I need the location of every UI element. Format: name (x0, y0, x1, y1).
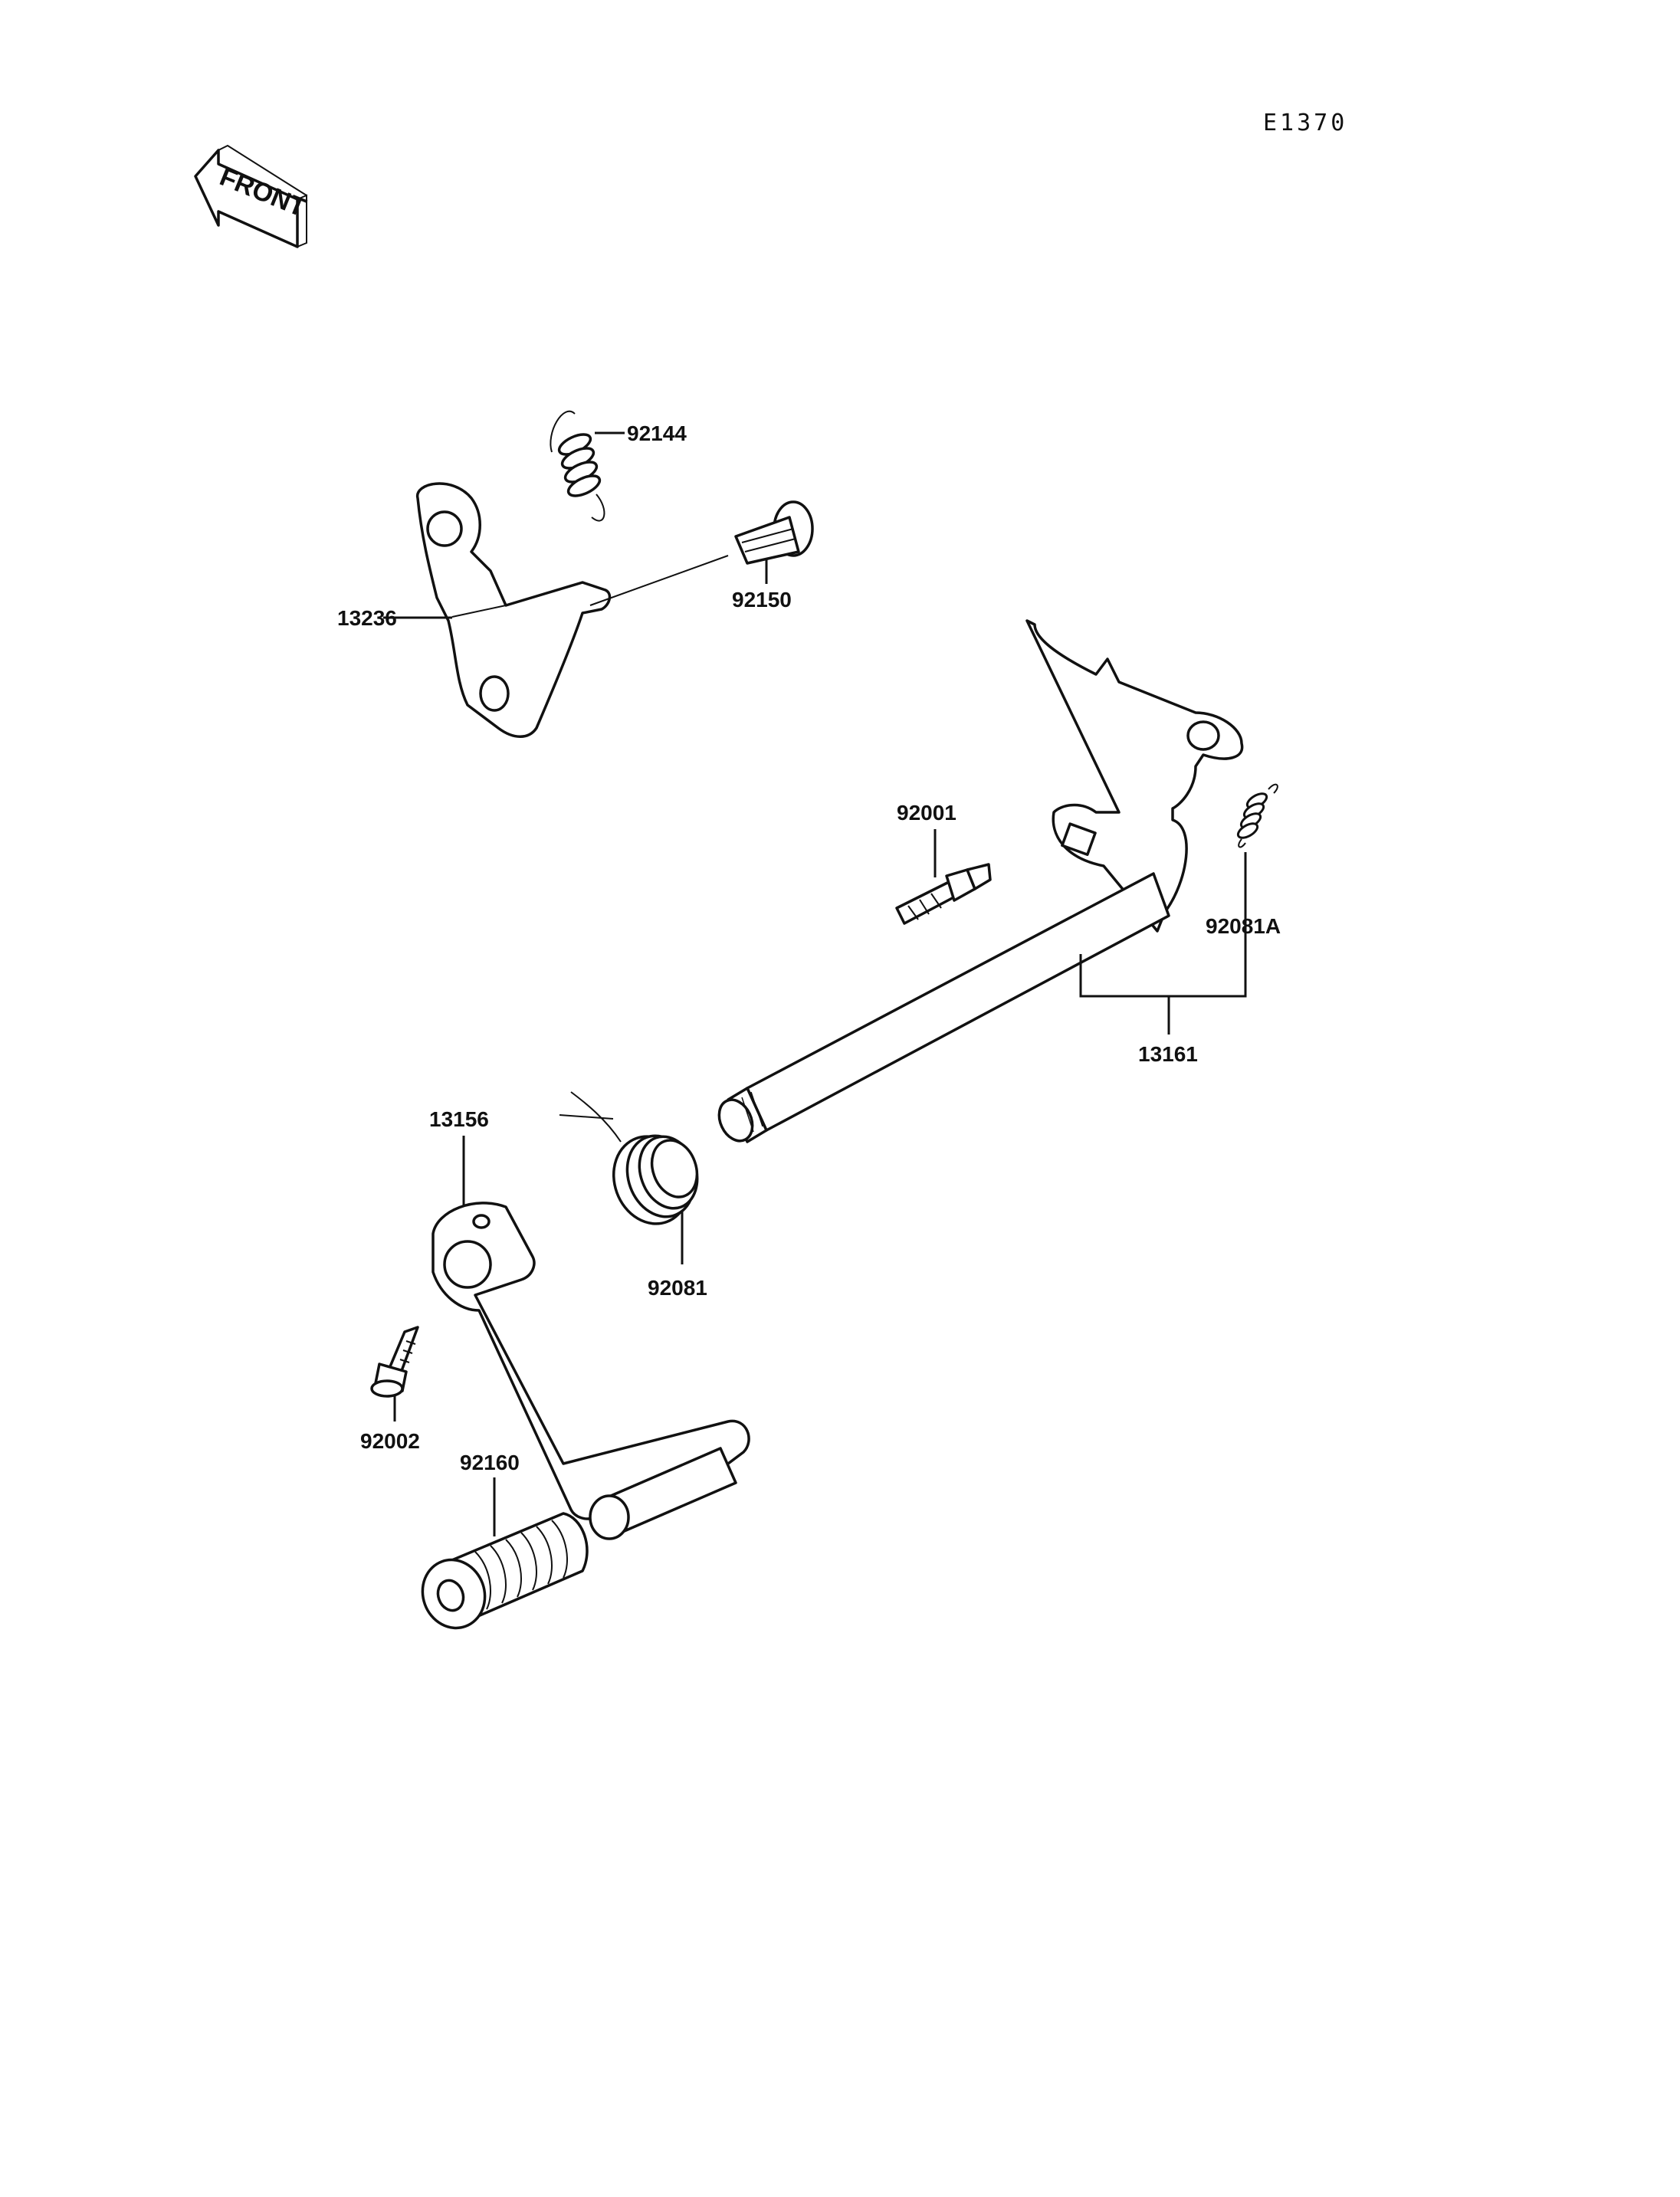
pedal-rubber-icon (421, 1512, 589, 1630)
part-label-92144: 92144 (627, 421, 687, 445)
figure-code: E1370 (1263, 110, 1347, 136)
shift-shaft-icon (717, 619, 1244, 1143)
bolt-icon (370, 1326, 419, 1398)
part-label-92002: 92002 (360, 1429, 420, 1453)
bolt-icon (734, 500, 814, 565)
part-label-13156: 13156 (429, 1107, 489, 1131)
bolt-icon (895, 863, 992, 925)
part-label-13236: 13236 (337, 606, 397, 630)
coil-spring-icon (550, 411, 605, 522)
coil-spring-icon (559, 1091, 699, 1225)
part-label-92081A: 92081A (1206, 914, 1281, 938)
front-arrow-icon: FRONT (194, 144, 310, 248)
coil-spring-icon (1236, 783, 1278, 848)
part-label-92160: 92160 (460, 1451, 520, 1474)
shift-arm-icon (416, 482, 612, 738)
part-label-92150: 92150 (732, 588, 792, 612)
shift-pedal-icon (431, 1202, 750, 1540)
part-label-92081: 92081 (648, 1276, 707, 1300)
part-label-13161: 13161 (1138, 1042, 1198, 1066)
part-label-92001: 92001 (897, 801, 956, 825)
